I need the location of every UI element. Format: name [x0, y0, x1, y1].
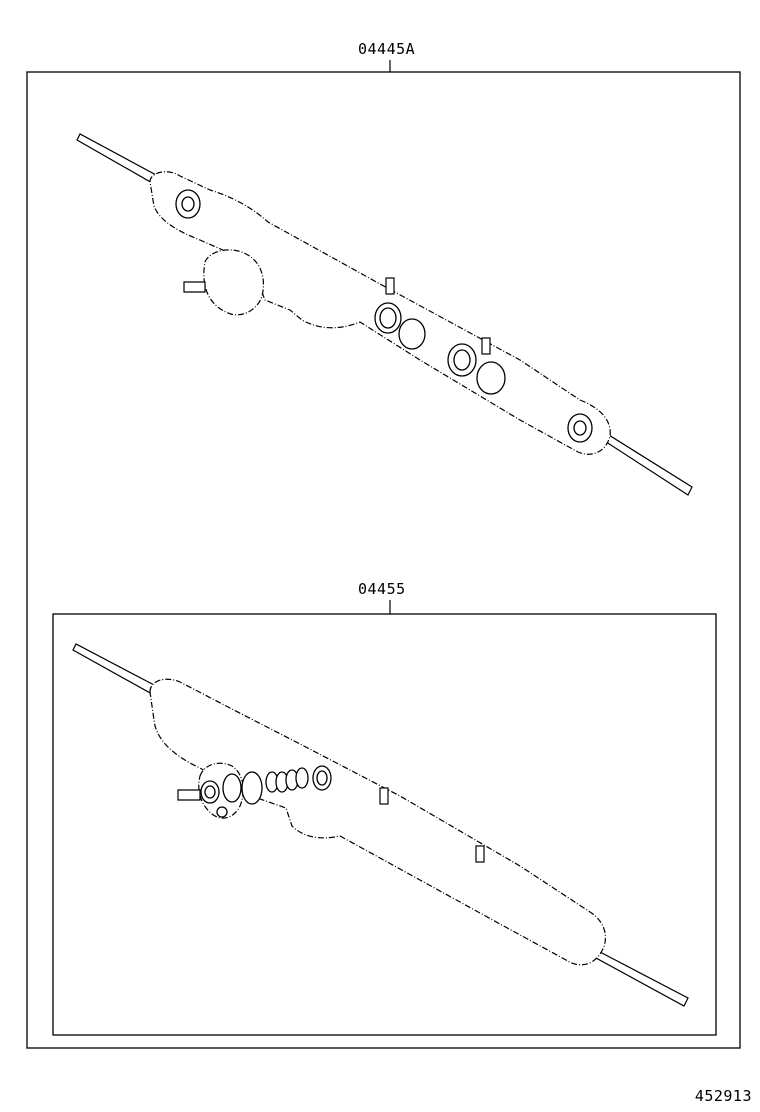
seal-1-upper-inner [379, 307, 397, 329]
tie-rod-left-upper [76, 133, 159, 185]
mount-bushing-left-upper-inner [181, 196, 195, 212]
steering-rack-lower [72, 643, 689, 1007]
fluid-port-1-lower [379, 787, 389, 805]
fluid-port-2-lower [475, 845, 485, 863]
fluid-port-2-upper [481, 337, 491, 355]
tie-rod-right-lower [595, 951, 689, 1007]
outer-kit-frame [26, 71, 741, 1049]
o-ring-a-lower [222, 773, 242, 803]
seal-a-lower-inner [204, 785, 216, 799]
fluid-port-1-upper [385, 277, 395, 295]
pinion-shaft-lower [177, 789, 201, 801]
o-ring-1-upper [398, 318, 426, 350]
inner-kit-part-number: 04455 [358, 580, 406, 598]
ring-4-lower [295, 767, 309, 789]
mount-bushing-right-upper-inner [573, 420, 587, 436]
tie-rod-right-upper [599, 431, 693, 496]
pinion-housing-upper [203, 249, 265, 316]
valve-seal-lower [216, 806, 228, 818]
diagram-id: 452913 [694, 1087, 752, 1105]
o-ring-b-lower [241, 771, 263, 805]
inner-kit-frame [52, 613, 717, 1036]
seal-2-upper-inner [453, 349, 471, 371]
seal-b-lower-inner [316, 770, 328, 786]
rack-housing-lower [149, 678, 607, 966]
pinion-shaft-upper [183, 281, 206, 293]
steering-rack-upper [76, 133, 693, 496]
outer-kit-part-number: 04445A [358, 40, 416, 58]
o-ring-2-upper [476, 361, 506, 395]
tie-rod-left-lower [72, 643, 157, 695]
